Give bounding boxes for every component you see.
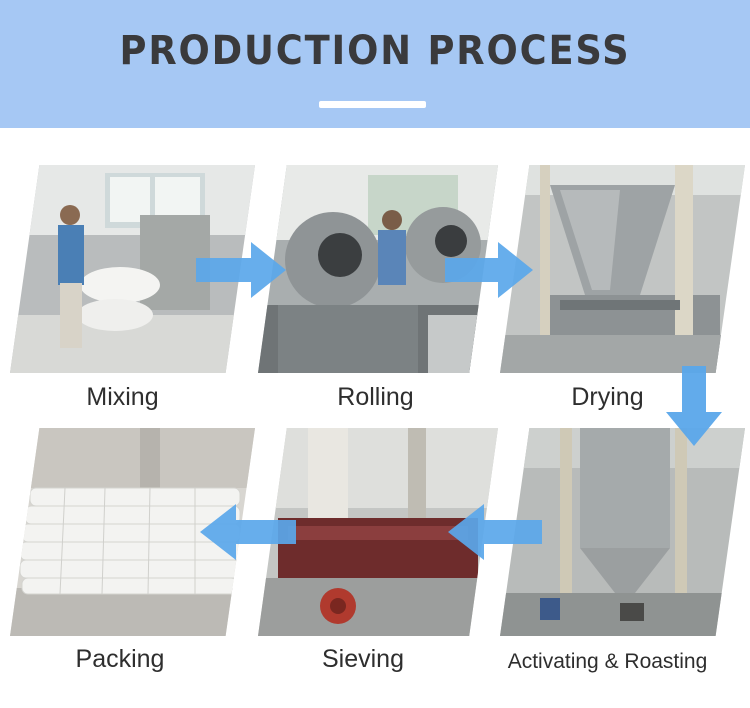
drying-photo — [500, 165, 745, 373]
step-label-rolling: Rolling — [337, 383, 414, 411]
packing-photo — [10, 428, 255, 636]
arrow-icon — [666, 366, 722, 446]
arrow-icon — [200, 504, 296, 560]
page-title: PRODUCTION PROCESS — [119, 28, 631, 74]
arrow-icon — [196, 242, 286, 298]
header-banner: PRODUCTION PROCESS — [0, 0, 750, 128]
rolling-photo — [258, 165, 498, 373]
mixing-photo — [10, 165, 255, 373]
title-underline — [319, 101, 426, 108]
activating-roasting-photo — [500, 428, 745, 636]
step-label-sieving: Sieving — [322, 645, 404, 673]
step-label-packing: Packing — [75, 645, 165, 673]
arrow-icon — [448, 504, 542, 560]
step-label-activating-roasting: Activating & Roasting — [507, 650, 708, 673]
step-label-drying: Drying — [571, 383, 644, 411]
step-label-mixing: Mixing — [86, 383, 159, 411]
arrow-icon — [445, 242, 533, 298]
